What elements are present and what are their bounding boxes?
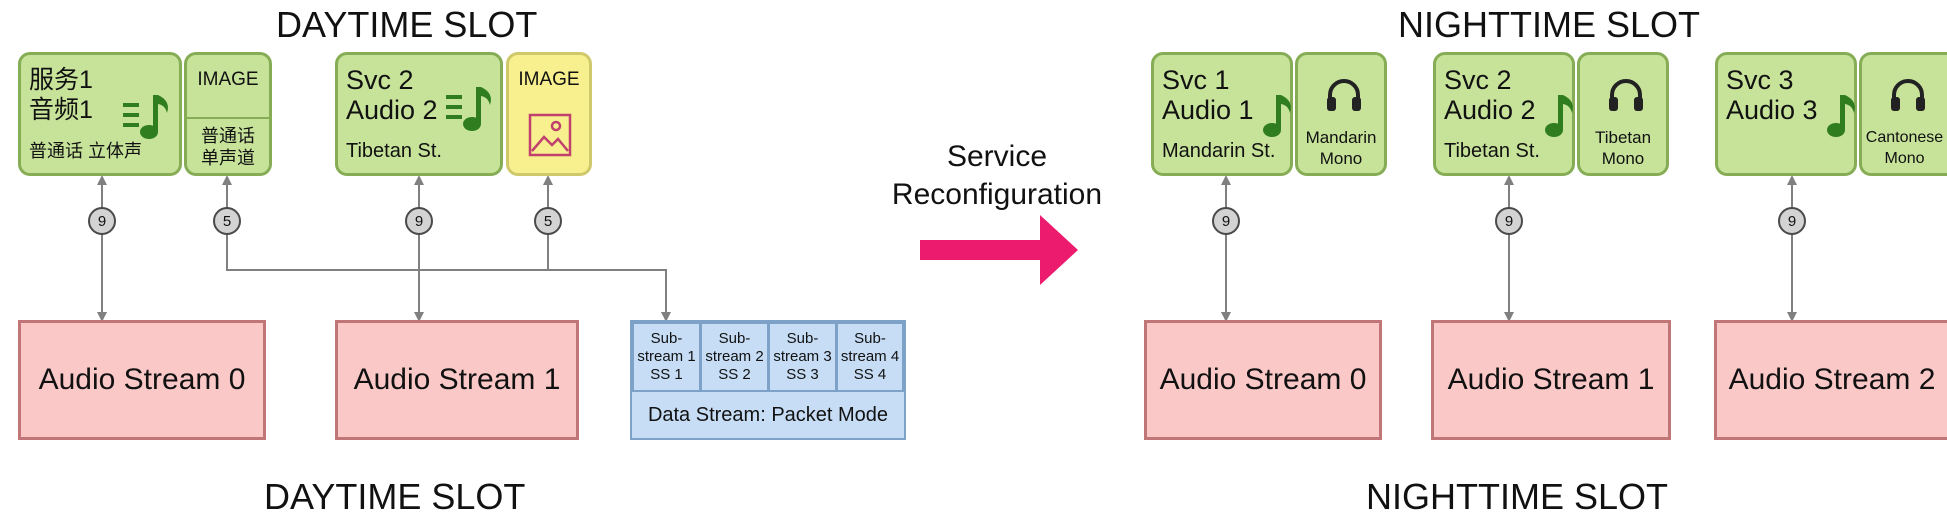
service-name: Svc 2 Audio 2 <box>346 65 438 125</box>
audio-stream-day-0: Audio Stream 0 <box>18 320 266 440</box>
language-label: Mandarin Mono <box>1305 128 1377 168</box>
language-card-night-2: Tibetan Mono <box>1577 52 1669 176</box>
nighttime-title-bottom: NIGHTTIME SLOT <box>1366 476 1669 517</box>
capacity-badge: 9 <box>1495 207 1523 235</box>
substream-cell: Sub- stream 1 SS 1 <box>632 322 701 392</box>
service-name: Svc 3 Audio 3 <box>1726 65 1818 125</box>
daytime-title-top: DAYTIME SLOT <box>276 4 538 45</box>
image-card-day-1: IMAGE 普通话 单声道 <box>184 52 272 176</box>
audio-stream-night-1: Audio Stream 1 <box>1431 320 1671 440</box>
service-detail: 普通话 立体声 <box>29 141 143 161</box>
image-label: IMAGE <box>518 69 580 90</box>
capacity-badge: 5 <box>213 207 241 235</box>
capacity-badge: 9 <box>1212 207 1240 235</box>
audio-stream-night-2: Audio Stream 2 <box>1714 320 1947 440</box>
service-card-night-1: Svc 1 Audio 1 Mandarin St. <box>1151 52 1293 176</box>
substream-cell: Sub- stream 2 SS 2 <box>700 322 769 392</box>
connector-image-data <box>222 175 671 322</box>
language-label: Cantonese Mono <box>1865 129 1944 167</box>
reconfiguration-label: Service Reconfiguration <box>891 140 1103 211</box>
reconfiguration-arrow <box>920 215 1078 285</box>
service-name: Svc 1 Audio 1 <box>1162 65 1254 125</box>
music-note-icon <box>123 95 168 139</box>
capacity-badge: 9 <box>1778 207 1806 235</box>
music-note-icon <box>1545 95 1573 137</box>
image-card-day-2: IMAGE <box>506 52 592 176</box>
headphones-icon <box>1891 79 1925 111</box>
language-card-night-1: Mandarin Mono <box>1295 52 1387 176</box>
data-stream-packet-mode: Sub- stream 1 SS 1 Sub- stream 2 SS 2 Su… <box>630 320 906 440</box>
service-card-night-2: Svc 2 Audio 2 Tibetan St. <box>1433 52 1575 176</box>
image-detail: 普通话 单声道 <box>201 126 255 168</box>
language-card-night-3: Cantonese Mono <box>1859 52 1947 176</box>
capacity-badge: 9 <box>405 207 433 235</box>
service-name: Svc 2 Audio 2 <box>1444 65 1536 125</box>
data-stream-label: Data Stream: Packet Mode <box>647 403 889 426</box>
image-label: IMAGE <box>197 69 259 90</box>
service-card-day-2: Svc 2 Audio 2 Tibetan St. <box>335 52 503 176</box>
substream-cell: Sub- stream 3 SS 3 <box>768 322 837 392</box>
service-card-night-3: Svc 3 Audio 3 <box>1715 52 1857 176</box>
music-note-icon <box>446 87 491 131</box>
capacity-badge: 9 <box>88 207 116 235</box>
headphones-icon <box>1327 79 1361 111</box>
audio-stream-day-1: Audio Stream 1 <box>335 320 579 440</box>
divider <box>187 117 269 119</box>
daytime-title-bottom: DAYTIME SLOT <box>264 476 526 517</box>
nighttime-title-top: NIGHTTIME SLOT <box>1398 4 1701 45</box>
music-note-icon <box>1827 95 1855 137</box>
headphones-icon <box>1609 79 1643 111</box>
language-label: Tibetan Mono <box>1594 128 1652 168</box>
service-detail: Tibetan St. <box>1444 140 1540 162</box>
service-detail: Tibetan St. <box>346 140 442 162</box>
capacity-badge: 5 <box>534 207 562 235</box>
substream-cell: Sub- stream 4 SS 4 <box>836 322 904 392</box>
image-icon <box>528 113 572 157</box>
audio-stream-night-0: Audio Stream 0 <box>1144 320 1382 440</box>
music-note-icon <box>1263 95 1291 137</box>
service-name: 服务1 音频1 <box>29 66 93 124</box>
service-detail: Mandarin St. <box>1162 140 1276 162</box>
service-card-day-1: 服务1 音频1 普通话 立体声 <box>18 52 182 176</box>
